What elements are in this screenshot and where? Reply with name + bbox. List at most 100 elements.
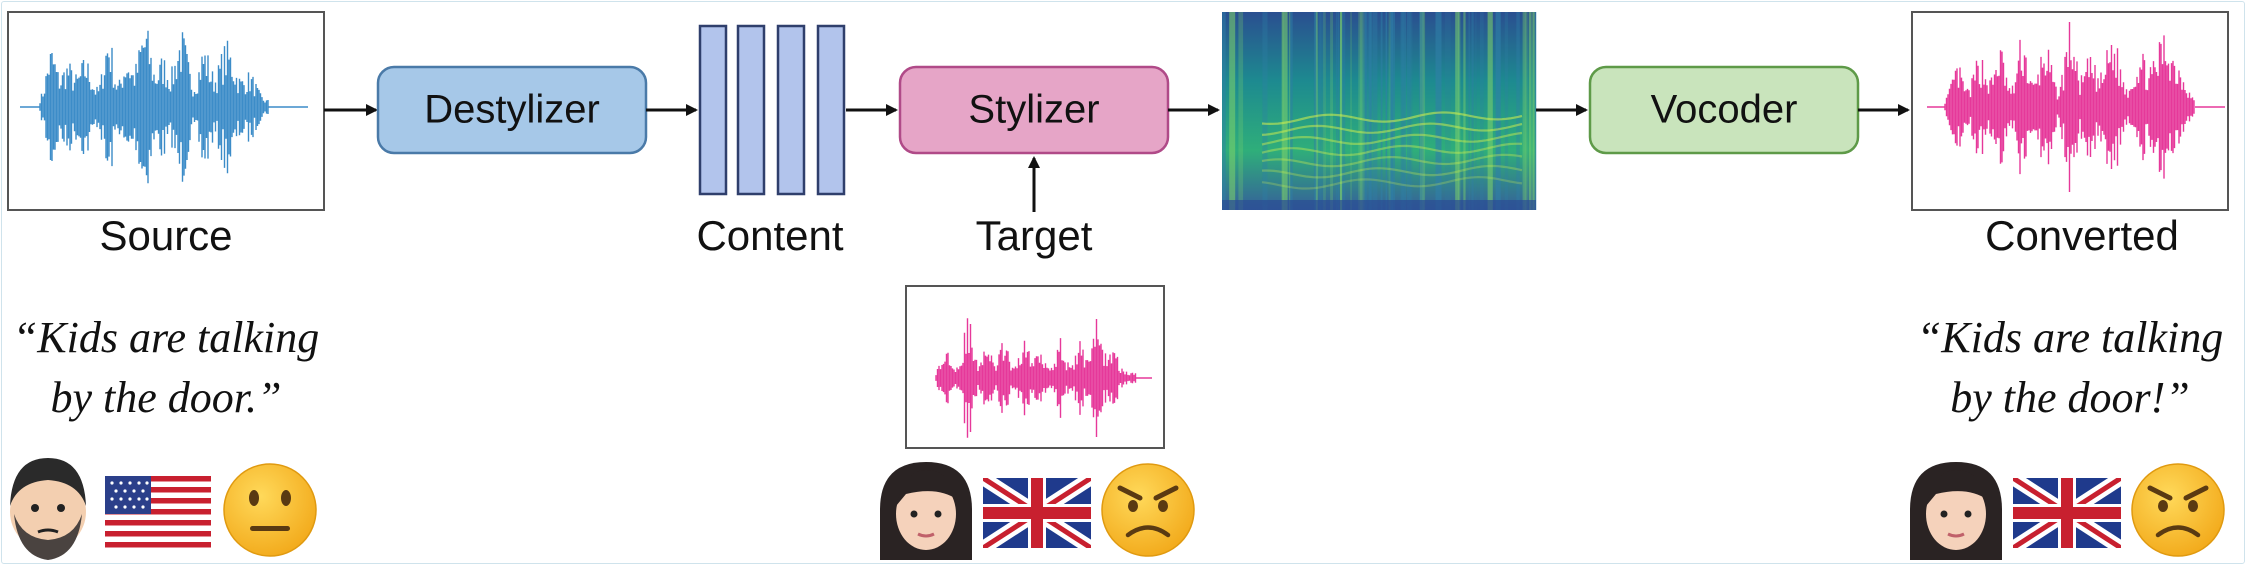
spectrogram-harmonic [1261, 175, 1523, 190]
spectrogram-harmonic [1261, 111, 1523, 126]
spectrogram-column [1282, 12, 1288, 210]
source-label: Source [99, 212, 233, 259]
converted-waveform [1911, 11, 2229, 211]
man-beard-emoji [10, 458, 86, 560]
waveform-trace [935, 318, 1152, 438]
waveform-trace [20, 30, 308, 184]
spectrogram-column [1330, 12, 1333, 210]
us-flag-emoji [105, 476, 211, 548]
spectrogram-floor [1222, 200, 1536, 210]
spectrogram-column [1380, 12, 1383, 210]
spectrogram-column [1350, 12, 1352, 210]
spectrogram-column [1373, 12, 1378, 210]
spectrogram-column [1409, 12, 1413, 210]
spectrogram-column [1524, 12, 1529, 210]
spectrogram-column [1222, 12, 1226, 210]
uk-flag-emoji [2013, 478, 2121, 548]
spectrogram-column [1320, 12, 1325, 210]
spectrogram-column [1400, 12, 1405, 210]
spectrogram-column [1318, 12, 1322, 210]
spectrogram-column [1388, 12, 1391, 210]
target-waveform-signal [935, 318, 1152, 438]
source-waveform [7, 11, 325, 211]
spectrogram-harmonic [1261, 164, 1523, 179]
source-transcript-line2: by the door.” [50, 373, 282, 422]
converted-waveform-signal [1927, 22, 2225, 192]
spectrogram-harmonic [1261, 142, 1523, 157]
spectrogram-column [1475, 12, 1477, 210]
angry-face-emoji [1101, 463, 1195, 557]
spectrogram-column [1337, 12, 1340, 210]
spectrogram-harmonic [1261, 131, 1523, 146]
spectrogram-texture [1222, 12, 1537, 210]
spectrogram-column [1471, 12, 1474, 210]
spectrogram-column [1289, 12, 1291, 210]
spectrogram-column [1358, 12, 1363, 210]
spectrogram-column [1340, 12, 1343, 210]
spectrogram-column [1407, 12, 1411, 210]
uk-flag-emoji [983, 478, 1091, 548]
spectrogram-column [1339, 12, 1343, 210]
spectrogram-column [1532, 12, 1535, 210]
spectrogram-column [1516, 12, 1520, 210]
spectrogram-column [1314, 12, 1317, 210]
spectrogram-column [1370, 12, 1374, 210]
woman-emoji [1910, 462, 2002, 560]
spectrogram-column [1480, 12, 1484, 210]
spectrogram-column [1435, 12, 1442, 210]
content-bar [816, 24, 846, 196]
content-label: Content [696, 212, 844, 259]
content-representation [698, 24, 846, 196]
spectrogram-column [1522, 12, 1527, 210]
spectrogram-column [1364, 12, 1368, 210]
destylizer-label: Destylizer [424, 87, 600, 132]
spectrogram-column [1458, 12, 1461, 210]
content-bar [698, 24, 728, 196]
spectrogram-column [1313, 12, 1317, 210]
spectrogram-column [1229, 12, 1236, 210]
spectrogram-column [1419, 12, 1425, 210]
spectrogram-column [1368, 12, 1372, 210]
spectrogram-column [1468, 12, 1470, 210]
spectrogram-column [1419, 12, 1424, 210]
spectrogram-column [1531, 12, 1536, 210]
spectrogram-column [1262, 12, 1268, 210]
spectrogram-column [1341, 12, 1346, 210]
spectrogram-column [1487, 12, 1493, 210]
converted-label: Converted [1985, 212, 2179, 259]
spectrogram-column [1401, 12, 1406, 210]
stylizer-label: Stylizer [968, 87, 1100, 132]
spectrogram-column [1463, 12, 1466, 210]
spectrogram-column [1323, 12, 1326, 210]
spectrogram-column [1495, 12, 1501, 210]
source-waveform-signal [20, 30, 308, 184]
spectrogram-column [1455, 12, 1459, 210]
target-label: Target [975, 212, 1093, 259]
spectrogram-column [1385, 12, 1388, 210]
spectrogram-column [1504, 12, 1509, 210]
angry-face-emoji [2131, 463, 2225, 557]
target-waveform [905, 285, 1165, 449]
spectrogram-column [1445, 12, 1451, 210]
spectrogram-column [1528, 12, 1532, 210]
content-bar [736, 24, 766, 196]
vocoder-label: Vocoder [1650, 87, 1798, 132]
converted-transcript-line2: by the door!” [1950, 373, 2190, 422]
waveform-trace [1927, 22, 2225, 192]
spectrogram-column [1391, 12, 1393, 210]
spectrogram-column [1238, 12, 1244, 210]
source-transcript-line1: “Kids are talking [12, 313, 320, 362]
woman-emoji [880, 462, 972, 560]
mel-spectrogram [1222, 12, 1537, 210]
content-bar [776, 24, 806, 196]
spectrogram-column [1290, 12, 1293, 210]
neutral-face-emoji [223, 463, 317, 557]
spectrogram-column [1362, 12, 1368, 210]
spectrogram-column [1365, 12, 1367, 210]
spectrogram-column [1336, 12, 1338, 210]
spectrogram-harmonic [1261, 153, 1523, 168]
source-transcript: “Kids are talking by the door.” [13, 308, 319, 428]
spectrogram-harmonic [1261, 122, 1523, 136]
